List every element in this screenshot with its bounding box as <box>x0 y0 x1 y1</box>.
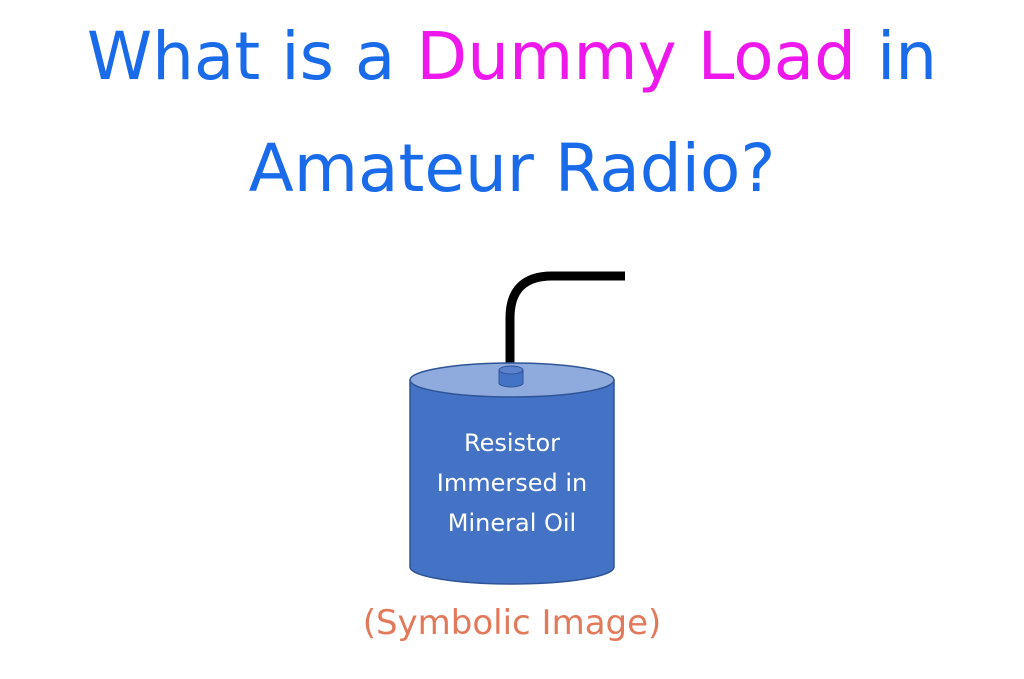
cylinder-label-line-3: Mineral Oil <box>448 509 576 537</box>
cylinder-label-line-2: Immersed in <box>437 469 587 497</box>
page-title-line-1: What is a Dummy Load in <box>0 24 1024 90</box>
caption: (Symbolic Image) <box>362 603 662 643</box>
connector <box>498 365 524 388</box>
title-line-2-text: Amateur Radio? <box>248 130 776 207</box>
page-title-line-2: Amateur Radio? <box>0 136 1024 202</box>
title-highlight: Dummy Load <box>416 18 856 95</box>
coax-cable <box>505 271 625 370</box>
cylinder-body <box>409 379 615 585</box>
connector-body <box>498 369 524 388</box>
title-prefix: What is a <box>86 18 417 95</box>
title-suffix: in <box>855 18 938 95</box>
connector-top <box>498 365 524 375</box>
cylinder-label-line-1: Resistor <box>464 429 560 457</box>
